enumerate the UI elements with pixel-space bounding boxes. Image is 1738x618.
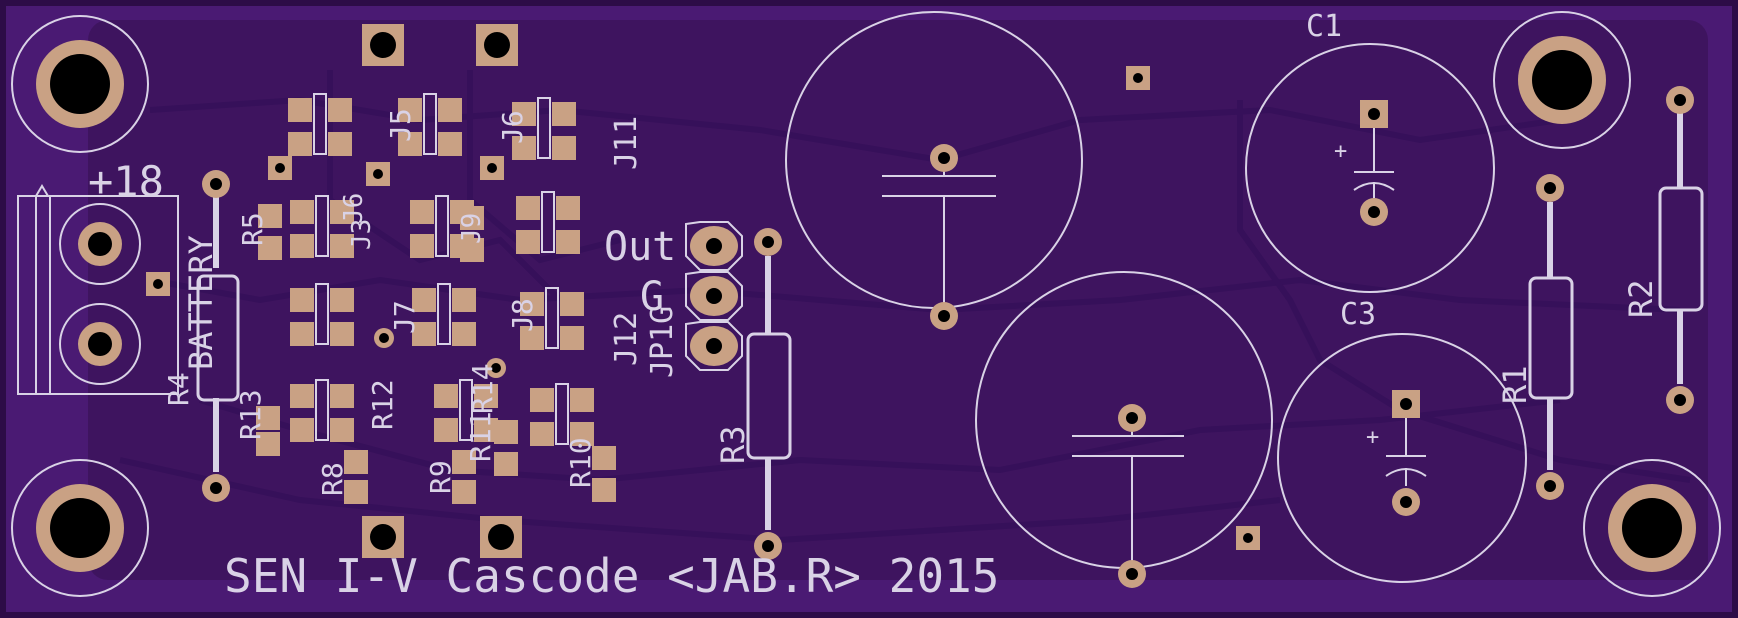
label-j8: J8 bbox=[506, 298, 539, 332]
capacitor-c1 bbox=[1245, 43, 1495, 293]
label-c3-plus: + bbox=[1366, 425, 1379, 450]
pad-bottom-left bbox=[362, 516, 404, 558]
label-r11: R11 bbox=[464, 411, 497, 462]
pad-top-left bbox=[362, 24, 404, 66]
mounting-hole-top-right bbox=[1493, 11, 1631, 149]
label-j12: J12 bbox=[609, 312, 644, 366]
label-r8: R8 bbox=[316, 462, 349, 496]
mounting-hole-top-left bbox=[11, 15, 149, 153]
label-c3: C3 bbox=[1340, 297, 1376, 332]
label-r5: R5 bbox=[236, 212, 269, 246]
label-c1-plus: + bbox=[1334, 139, 1347, 164]
board-title: SEN I-V Cascode <JAB.R> 2015 bbox=[224, 549, 999, 603]
output-header-jp1 bbox=[685, 221, 743, 371]
mounting-hole-bottom-right bbox=[1583, 459, 1721, 597]
label-out: Out bbox=[604, 224, 676, 270]
label-r10: R10 bbox=[564, 437, 597, 488]
label-j9: J9 bbox=[457, 213, 487, 244]
label-g: G bbox=[640, 274, 664, 320]
label-r2: R2 bbox=[1622, 279, 1660, 318]
pad-top-right bbox=[476, 24, 518, 66]
label-j6: J6 bbox=[496, 110, 529, 144]
via-drills bbox=[153, 73, 1253, 543]
label-j11: J11 bbox=[609, 116, 644, 170]
label-r14: R14 bbox=[466, 363, 499, 414]
resistor-r2 bbox=[1658, 86, 1704, 414]
via-pads bbox=[146, 66, 1260, 550]
label-j6b: J6 bbox=[339, 193, 369, 224]
resistor-r4 bbox=[196, 170, 240, 502]
capacitor-large-top bbox=[785, 11, 1083, 330]
capacitor-large-bottom bbox=[975, 271, 1273, 588]
mounting-hole-bottom-left bbox=[11, 459, 149, 597]
label-r13: R13 bbox=[234, 389, 267, 440]
smd-resistor-pads bbox=[256, 204, 616, 504]
label-j7: J7 bbox=[388, 300, 421, 334]
label-jp1: JP1G bbox=[645, 306, 680, 378]
connector-voltage-label: +18 bbox=[88, 157, 164, 206]
pad-bottom-right bbox=[480, 516, 522, 558]
smd-footprints bbox=[288, 93, 594, 446]
resistor-r3 bbox=[746, 228, 792, 560]
battery-connector bbox=[17, 184, 179, 395]
resistor-r1 bbox=[1528, 174, 1574, 500]
label-r3: R3 bbox=[714, 425, 752, 464]
label-c1: C1 bbox=[1306, 9, 1342, 44]
label-r1: R1 bbox=[1496, 365, 1534, 404]
label-r12: R12 bbox=[366, 379, 399, 430]
label-j3: J3 bbox=[347, 219, 377, 250]
label-j5: J5 bbox=[384, 108, 417, 142]
label-r4: R4 bbox=[162, 372, 195, 406]
capacitor-c3 bbox=[1277, 333, 1527, 583]
label-r9: R9 bbox=[424, 460, 457, 494]
